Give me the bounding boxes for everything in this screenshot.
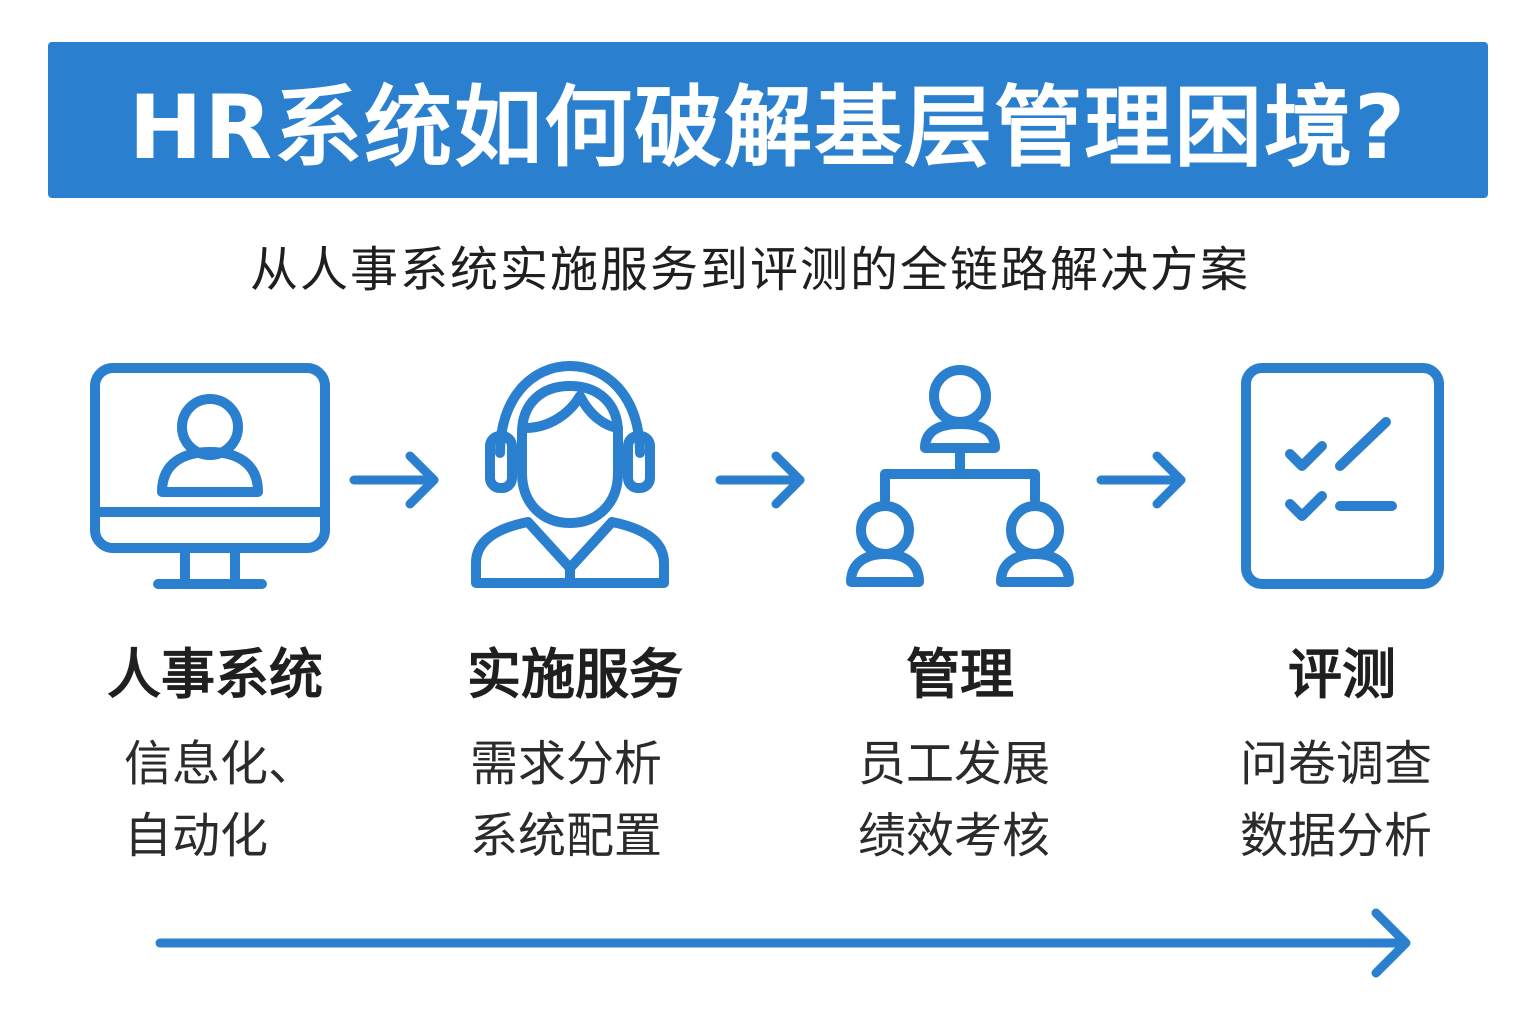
step-desc-management: 员工发展 绩效考核	[858, 728, 1050, 872]
desc-line: 员工发展	[858, 736, 1051, 792]
desc-line: 信息化、	[124, 736, 317, 792]
arrow-right-icon	[714, 450, 809, 510]
headset-support-icon	[470, 358, 670, 590]
page-subtitle: 从人事系统实施服务到评测的全链路解决方案	[249, 242, 1250, 298]
desc-line: 需求分析	[470, 736, 663, 792]
arrow-right-icon	[348, 450, 443, 510]
arrow-right-icon	[1095, 450, 1190, 510]
monitor-user-icon	[90, 362, 330, 592]
desc-line: 问卷调查	[1240, 736, 1433, 792]
step-title-implementation: 实施服务	[467, 643, 683, 706]
step-desc-implementation: 需求分析 系统配置	[470, 728, 662, 872]
org-chart-icon	[845, 362, 1075, 590]
step-desc-evaluation: 问卷调查 数据分析	[1240, 728, 1432, 872]
step-desc-hr-system: 信息化、 自动化	[124, 728, 316, 872]
desc-line: 数据分析	[1240, 808, 1433, 864]
step-title-hr-system: 人事系统	[107, 643, 323, 706]
page-title: HR系统如何破解基层管理困境?	[128, 75, 1408, 179]
desc-line: 系统配置	[470, 808, 663, 864]
step-title-evaluation: 评测	[1288, 643, 1396, 706]
desc-line: 自动化	[124, 808, 269, 864]
title-banner: HR系统如何破解基层管理困境?	[48, 42, 1488, 198]
long-right-arrow-icon	[150, 905, 1420, 981]
step-title-management: 管理	[906, 643, 1014, 706]
desc-line: 绩效考核	[858, 808, 1051, 864]
checklist-icon	[1240, 362, 1445, 590]
